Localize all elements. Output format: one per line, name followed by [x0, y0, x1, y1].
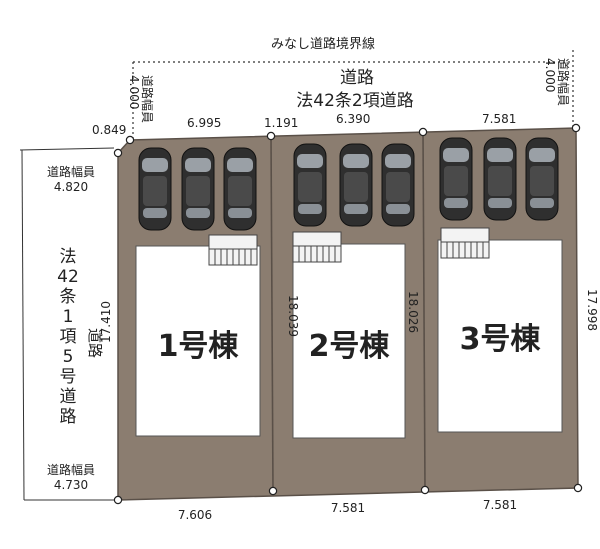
dim-bottom-1: 7.606	[178, 508, 212, 522]
stairs-icon	[292, 231, 342, 263]
road-left-char: 項	[60, 327, 77, 347]
road-left-char: 1	[63, 307, 74, 327]
road-width-left-upper-value: 4.820	[54, 180, 88, 194]
dim-top-4: 6.390	[336, 112, 370, 126]
stairs-icon	[440, 227, 490, 259]
road-left-char: 5	[63, 347, 74, 367]
stairs-icon	[208, 234, 258, 266]
lot-1-label: 1号棟	[158, 329, 240, 364]
road-width-left-upper-label: 道路幅員	[47, 164, 95, 179]
car-top-view-icon	[339, 143, 373, 227]
road-top-subtitle: 法42条2項道路	[296, 91, 413, 111]
road-left-char: 条	[60, 287, 77, 307]
svg-text:4.000: 4.000	[127, 75, 141, 109]
road-width-left-lower-label: 道路幅員	[47, 462, 95, 477]
car-top-view-icon	[483, 137, 517, 221]
road-top-title: 道路	[340, 68, 374, 88]
road-left-char: 法	[60, 247, 77, 267]
road-width-top-right: 道路幅員 4.000	[543, 58, 571, 106]
boundary-marker-icon	[113, 495, 123, 505]
road-width-top-left: 道路幅員 4.000	[127, 75, 155, 123]
boundary-marker-icon	[418, 127, 428, 137]
dim-top-3: 1.191	[264, 116, 298, 130]
left-road-edge-top	[19, 147, 115, 151]
car-top-view-icon	[223, 147, 257, 231]
lot-1-building	[135, 245, 261, 437]
dim-vertical-4: 17.998	[585, 289, 599, 331]
dim-bottom-2: 7.581	[331, 501, 365, 515]
car-top-view-icon	[525, 137, 559, 221]
dim-vertical-2: 18.039	[286, 295, 300, 337]
car-top-view-icon	[293, 143, 327, 227]
lot-2-label: 2号棟	[309, 329, 391, 364]
lot-2-building	[292, 243, 406, 439]
boundary-marker-icon	[268, 486, 278, 496]
car-top-view-icon	[381, 143, 415, 227]
boundary-marker-icon	[113, 148, 123, 158]
car-top-view-icon	[138, 147, 172, 231]
road-width-left-lower-value: 4.730	[54, 478, 88, 492]
boundary-marker-icon	[573, 483, 583, 493]
car-top-view-icon	[181, 147, 215, 231]
lot-3-building	[437, 239, 563, 433]
dim-top-2: 6.995	[187, 116, 221, 130]
boundary-marker-icon	[266, 131, 276, 141]
road-left-char: 号	[60, 367, 77, 387]
dim-bottom-3: 7.581	[483, 498, 517, 512]
boundary-marker-icon	[420, 485, 430, 495]
parking-cars	[138, 137, 559, 231]
boundary-markers	[113, 123, 583, 505]
svg-text:道路幅員: 道路幅員	[140, 75, 155, 123]
boundary-marker-icon	[571, 123, 581, 133]
car-top-view-icon	[439, 137, 473, 221]
svg-text:4.000: 4.000	[543, 58, 557, 92]
lot-3-label: 3号棟	[460, 322, 542, 357]
left-road-edge	[21, 149, 25, 501]
road-left-char: 42	[57, 267, 79, 287]
lot-divider-1	[270, 135, 274, 492]
boundary-label: みなし道路境界線	[271, 36, 375, 52]
boundary-marker-icon	[125, 135, 135, 145]
road-left-char: 路	[60, 407, 77, 427]
lot-divider-2	[422, 131, 426, 491]
dim-top-1: 0.849	[92, 123, 126, 137]
road-left-char: 道	[60, 387, 77, 407]
dim-top-5: 7.581	[482, 112, 516, 126]
dim-vertical-3: 18.026	[406, 291, 420, 333]
dim-vertical-1: 17.410	[99, 301, 113, 343]
road-left-side-label: 道路	[86, 328, 104, 358]
svg-text:道路幅員: 道路幅員	[556, 58, 571, 106]
